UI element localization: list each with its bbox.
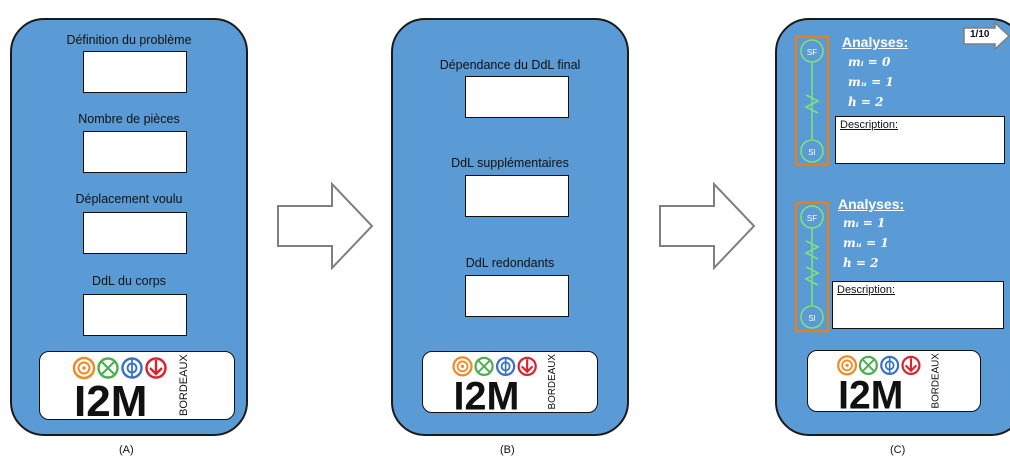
logo-text: I2M: [74, 377, 147, 421]
chain-diagram-1: SF SI: [794, 35, 830, 167]
node-label-bottom: SI: [808, 148, 816, 157]
field-box-problem-definition[interactable]: [83, 51, 187, 93]
logo-red-icon: [517, 356, 537, 377]
node-label-top: SF: [807, 48, 817, 57]
panel-a: Définition du problème Nombre de pièces …: [10, 18, 248, 436]
analyses-line-h-2: h = 2: [843, 256, 879, 270]
analyses-line-mu-2: mᵤ = 1: [843, 236, 889, 250]
logo-green-icon: [858, 355, 878, 376]
field-label-extra-dof: DdL supplémentaires: [451, 156, 569, 170]
i2m-logo: I2M BORDEAUX: [807, 350, 981, 418]
logo-side-text: BORDEAUX: [547, 354, 558, 410]
field-box-extra-dof[interactable]: [465, 175, 569, 217]
logo-red-icon: [901, 355, 921, 376]
field-box-redundant-dof[interactable]: [465, 275, 569, 317]
logo-blue-icon: [880, 355, 900, 376]
logo-orange-icon: [452, 356, 473, 377]
i2m-logo-graphic: I2M BORDEAUX: [72, 354, 190, 426]
field-label-final-dof-dependence: Dépendance du DdL final: [439, 58, 581, 72]
logo-orange-icon: [837, 355, 858, 376]
logo-green-icon: [97, 357, 119, 379]
field-box-body-dof[interactable]: [83, 294, 187, 336]
analyses-title-2: Analyses:: [838, 196, 905, 212]
field-box-desired-motion[interactable]: [83, 212, 187, 254]
logo-green-icon: [474, 356, 494, 377]
i2m-logo-graphic: I2M BORDEAUX: [837, 353, 942, 418]
caption-a: (A): [119, 444, 134, 456]
field-label-desired-motion: Déplacement voulu: [75, 192, 183, 206]
analyses-line-h-1: h = 2: [848, 95, 884, 109]
field-label-part-count: Nombre de pièces: [78, 112, 180, 126]
description-label-1: Description:: [840, 119, 899, 131]
logo-blue-icon: [121, 357, 143, 379]
chain-diagram-2: SF SI: [794, 201, 830, 333]
node-label-top: SF: [807, 214, 817, 223]
i2m-logo: I2M BORDEAUX: [39, 351, 235, 426]
panel-b: Dépendance du DdL final DdL supplémentai…: [391, 18, 629, 436]
i2m-logo: I2M BORDEAUX: [422, 351, 598, 419]
field-label-redundant-dof: DdL redondants: [465, 256, 555, 270]
logo-text: I2M: [454, 374, 520, 414]
description-box-1[interactable]: Description:: [835, 116, 1005, 164]
caption-b: (B): [500, 444, 515, 456]
analyses-line-mu-1: mᵤ = 1: [848, 75, 894, 89]
caption-c: (C): [890, 444, 906, 456]
description-label-2: Description:: [837, 284, 896, 296]
field-label-problem-definition: Définition du problème: [66, 33, 192, 47]
analyses-line-mi-2: mᵢ = 1: [843, 216, 886, 230]
logo-blue-icon: [495, 356, 516, 377]
logo-side-text: BORDEAUX: [178, 354, 190, 416]
logo-orange-icon: [72, 356, 96, 380]
analyses-title-1: Analyses:: [842, 34, 909, 50]
flow-arrow-a-b: [277, 182, 374, 270]
logo-red-icon: [145, 357, 167, 379]
logo-text: I2M: [838, 373, 903, 413]
i2m-logo-graphic: I2M BORDEAUX: [452, 354, 558, 419]
flow-arrow-b-c: [659, 182, 756, 270]
analyses-line-mi-1: mᵢ = 0: [848, 55, 891, 69]
field-label-body-dof: DdL du corps: [92, 274, 166, 288]
description-box-2[interactable]: Description:: [832, 281, 1004, 329]
next-page-arrow[interactable]: [963, 22, 1010, 50]
logo-side-text: BORDEAUX: [931, 353, 942, 409]
field-box-part-count[interactable]: [83, 131, 187, 173]
node-label-bottom: SI: [808, 314, 816, 323]
panel-c: 1/10 SF SI Analyses: mᵢ = 0 mᵤ = 1 h = 2…: [775, 18, 1010, 436]
field-box-final-dof-dependence[interactable]: [465, 76, 569, 118]
page-indicator: 1/10: [970, 29, 990, 40]
